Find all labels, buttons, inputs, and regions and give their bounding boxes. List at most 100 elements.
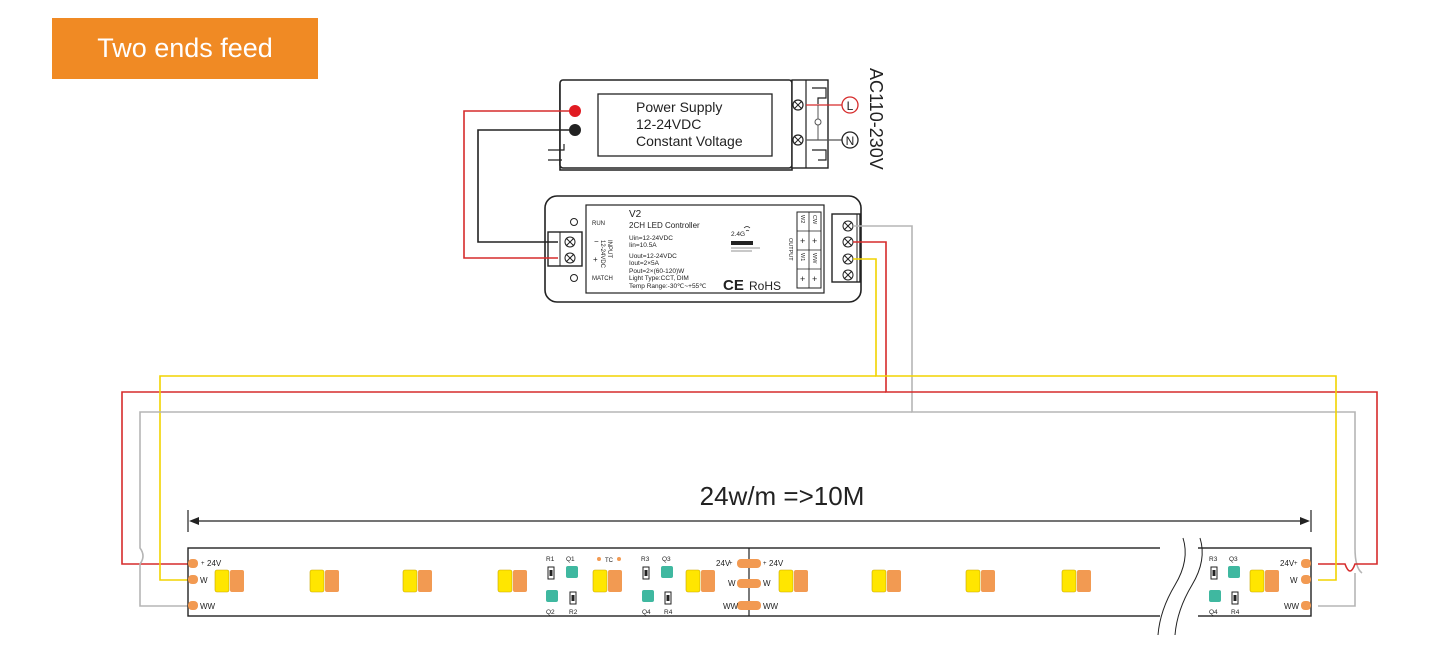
ac-voltage-label: AC110-230V — [866, 68, 886, 170]
led-chip-8-amber — [887, 570, 901, 592]
out-plus-3: + — [800, 274, 805, 284]
pad-plus-right: + — [1294, 561, 1298, 567]
spec-light-type: Light Type:CCT, DIM — [629, 275, 689, 282]
pad-24v-left: 24V — [207, 559, 222, 568]
label-q4: Q4 — [642, 609, 651, 616]
rf-label: 2.4G — [731, 231, 745, 238]
components-segment-1: R1 Q1 Q2 R2 TC R3 Q3 Q4 R4 — [546, 556, 673, 616]
led-chip-1-amber — [230, 570, 244, 592]
label-r4: R4 — [664, 609, 673, 616]
pad-plus: + — [201, 561, 205, 567]
led-chip-4-amber — [513, 570, 527, 592]
led-chip-4-warm — [497, 569, 513, 593]
label-q2: Q2 — [546, 609, 555, 616]
led-chip-2-amber — [325, 570, 339, 592]
label-q3: Q3 — [662, 556, 671, 563]
led-chip-9-warm — [965, 569, 981, 593]
components-segment-2: R3 Q3 Q4 R4 — [1209, 556, 1240, 616]
length-dimension: 24w/m =>10M — [187, 481, 1312, 532]
led-chip-8-warm — [871, 569, 887, 593]
pad-w-mid-left: W — [728, 579, 736, 588]
led-chip-7-warm — [778, 569, 794, 593]
out-w2-label: W2 — [799, 215, 805, 223]
pads-left: + 24V W WW — [188, 559, 222, 611]
label-r1: R1 — [546, 556, 555, 563]
output-screws — [842, 220, 854, 281]
controller-model: V2 — [629, 209, 642, 220]
label-q4-right: Q4 — [1209, 609, 1218, 616]
led-chip-9-amber — [981, 570, 995, 592]
input-label: INPUT — [606, 240, 612, 258]
pad-plus-mid-left: + — [729, 561, 733, 567]
pads-right: 24V + W WW — [1280, 559, 1311, 611]
led-chip-6-amber — [701, 570, 715, 592]
led-chip-7-amber — [794, 570, 808, 592]
led-chip-5-amber — [608, 570, 622, 592]
led-chip-3-warm — [402, 569, 418, 593]
pad-plus-mid-right: + — [763, 561, 767, 567]
out-ww-label: WW — [811, 253, 817, 264]
terminal-l-label: L — [847, 99, 854, 113]
wires — [121, 110, 1378, 607]
label-r3-right: R3 — [1209, 556, 1218, 563]
label-q1: Q1 — [566, 556, 575, 563]
ps-line-3: Constant Voltage — [636, 133, 743, 149]
wireless-icon — [743, 226, 751, 232]
input-minus-label: − — [594, 237, 599, 246]
led-chip-1-warm — [214, 569, 230, 593]
terminal-n-label: N — [846, 134, 855, 148]
pad-24v-mid-right: 24V — [769, 559, 784, 568]
led-chip-11-warm — [1249, 569, 1265, 593]
label-tc: TC — [605, 558, 614, 564]
out-cw-label: CW — [811, 215, 817, 225]
pad-ww-left: WW — [200, 602, 216, 611]
length-label: 24w/m =>10M — [700, 481, 865, 511]
pad-ww-mid-left: WW — [723, 602, 739, 611]
led-chip-11-amber — [1265, 570, 1279, 592]
label-r2: R2 — [569, 609, 578, 616]
out-plus-2: + — [812, 236, 817, 246]
output-label: OUTPUT — [787, 238, 793, 261]
ps-output-negative — [569, 124, 581, 136]
ps-output-positive — [569, 105, 581, 117]
led-chip-3-amber — [418, 570, 432, 592]
spec-uout: Uout=12-24VDC — [629, 253, 677, 260]
pad-24v-right: 24V — [1280, 559, 1295, 568]
ce-mark: CE — [723, 277, 744, 294]
run-label: RUN — [592, 221, 605, 227]
pad-24v-mid-left: 24V — [716, 559, 731, 568]
out-plus-4: + — [812, 274, 817, 284]
title-banner: Two ends feed — [52, 18, 318, 79]
spec-uin: Uin=12-24VDC — [629, 235, 673, 242]
power-supply: Power Supply 12-24VDC Constant Voltage L… — [548, 68, 886, 171]
rohs-mark: RoHS — [749, 279, 781, 293]
controller-name: 2CH LED Controller — [629, 221, 700, 230]
input-plus-label: + — [593, 255, 598, 264]
led-chip-5-warm — [592, 569, 608, 593]
led-chip-2-warm — [309, 569, 325, 593]
ps-line-2: 12-24VDC — [636, 116, 701, 132]
pad-ww-right: WW — [1284, 602, 1300, 611]
label-q3-right: Q3 — [1229, 556, 1238, 563]
led-chip-6-warm — [685, 569, 701, 593]
spec-temp-range: Temp Range:-30℃~+55℃ — [629, 283, 707, 290]
match-label: MATCH — [592, 276, 613, 282]
led-strip: + 24V W WW 24V + + 24V W W WW WW 24V + W — [187, 537, 1312, 636]
pad-w-left: W — [200, 576, 208, 585]
led-chip-10-amber — [1077, 570, 1091, 592]
pad-ww-mid-right: WW — [763, 602, 779, 611]
label-r3: R3 — [641, 556, 650, 563]
ps-line-1: Power Supply — [636, 99, 722, 115]
out-w1-label: W1 — [799, 253, 805, 261]
label-r4-right: R4 — [1231, 609, 1240, 616]
spec-iin: Iin=10.5A — [629, 242, 657, 249]
pad-w-mid-right: W — [763, 579, 771, 588]
led-chip-10-warm — [1061, 569, 1077, 593]
led-chips — [214, 569, 1279, 593]
controller: RUN MATCH INPUT 12-24VDC − + V2 2CH LED … — [544, 195, 862, 303]
spec-pout: Pout=2×(60-120)W — [629, 268, 685, 275]
pad-w-right: W — [1290, 576, 1298, 585]
out-plus-1: + — [800, 236, 805, 246]
input-voltage-label: 12-24VDC — [599, 240, 605, 269]
